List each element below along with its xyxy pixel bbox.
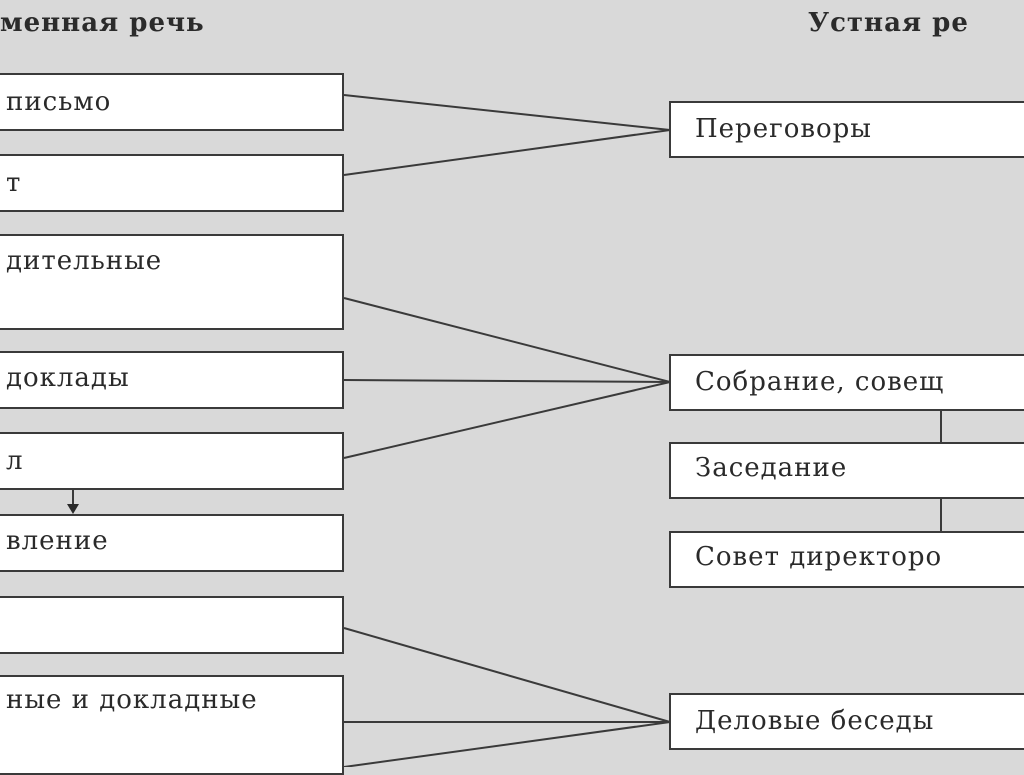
right-box-label: Совет директоро	[695, 542, 943, 572]
connector-line	[343, 381, 671, 459]
connector-line	[343, 627, 671, 723]
left-box-letter: письмо	[0, 73, 344, 131]
left-box-label: письмо	[6, 87, 112, 117]
left-box-label: л	[6, 446, 24, 476]
connector-line	[343, 379, 671, 383]
right-box-label: Собрание, совещ	[695, 367, 945, 397]
left-box-label: доклады	[6, 363, 130, 393]
right-box-label: Деловые беседы	[695, 706, 935, 736]
right-box-board-of-directors: Совет директоро	[669, 531, 1024, 588]
connector-line	[343, 297, 671, 383]
left-box-5: л	[0, 432, 344, 490]
down-arrow-icon	[67, 504, 79, 514]
oral-speech-heading: Устная ре	[808, 8, 969, 38]
right-box-negotiations: Переговоры	[669, 101, 1024, 158]
connector-line	[343, 129, 671, 176]
connector-line	[343, 721, 671, 767]
left-box-label: т	[6, 168, 22, 198]
right-box-label: Переговоры	[695, 114, 872, 144]
left-box-8: ные и докладные	[0, 675, 344, 775]
right-box-business-talks: Деловые беседы	[669, 693, 1024, 750]
left-box-2: т	[0, 154, 344, 212]
left-box-label: вление	[6, 526, 109, 556]
connector-line	[343, 94, 671, 131]
right-box-meeting: Собрание, совещ	[669, 354, 1024, 411]
left-box-reports: доклады	[0, 351, 344, 409]
left-box-3: дительные	[0, 234, 344, 330]
left-box-6: вление	[0, 514, 344, 572]
right-box-label: Заседание	[695, 453, 848, 483]
left-box-7	[0, 596, 344, 654]
written-speech-heading: менная речь	[0, 8, 205, 38]
left-box-label: ные и докладные	[6, 685, 258, 715]
left-box-label: дительные	[6, 246, 163, 276]
right-box-session: Заседание	[669, 442, 1024, 499]
